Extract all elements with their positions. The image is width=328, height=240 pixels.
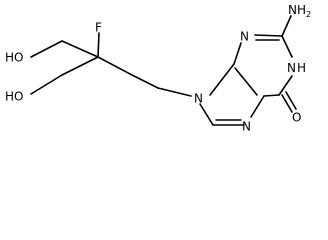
n1-label: NH <box>287 61 306 75</box>
bond-quaternary-c-fluorine <box>97 32 100 58</box>
n7-label: N <box>242 120 251 134</box>
n9-label: N <box>194 92 203 106</box>
bond-c5-c4-double <box>234 67 258 96</box>
hydroxyl-top-label: HO <box>5 51 23 65</box>
bond-n1-c6 <box>278 75 293 96</box>
bond-ho-top-ch2 <box>30 40 63 58</box>
bond-c2-amino <box>281 15 292 37</box>
bond-n9-c8 <box>199 103 214 126</box>
bond-chain-to-n9 <box>157 87 192 97</box>
bond-c6-carbonyl-double-left <box>281 94 293 113</box>
bond-n3-c2 <box>254 34 283 37</box>
carbonyl-oxygen-label: O <box>292 111 301 125</box>
bond-n7-c5 <box>250 95 265 118</box>
atom-label-layer: NH2 HO HO F N N NH N O <box>5 3 311 134</box>
hydroxyl-bottom-label: HO <box>5 90 23 104</box>
bond-quaternary-c-ch2-chain <box>97 56 133 76</box>
bond-c4-n3 <box>233 42 242 65</box>
n3-label: N <box>240 30 249 44</box>
amino-label: NH2 <box>288 3 311 19</box>
bond-c2-n1 <box>281 35 293 58</box>
bond-ch2-top-quaternary-c <box>61 40 99 58</box>
bond-layer <box>30 15 297 126</box>
bond-ch2-bottom-ho <box>30 74 63 95</box>
bond-c6-carbonyl-double-right <box>285 91 297 110</box>
bond-n9-c4 <box>209 63 235 96</box>
bond-chain-ch2-ch2 <box>131 74 159 89</box>
bond-quaternary-c-ch2-bottom <box>61 56 99 76</box>
fluorine-label: F <box>95 21 102 35</box>
bond-c6-c5 <box>263 94 280 97</box>
molecular-structure: NH2 HO HO F N N NH N O <box>5 3 311 134</box>
